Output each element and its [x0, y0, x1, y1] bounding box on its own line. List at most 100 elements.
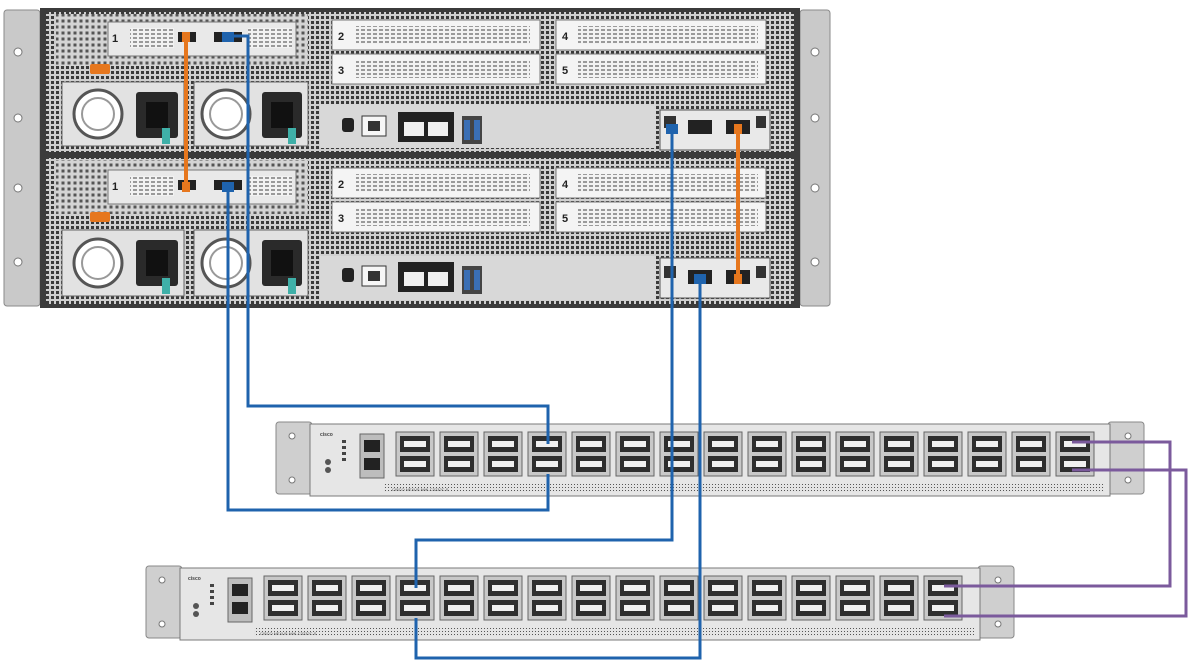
power-supply-1: [61, 81, 185, 147]
switch-1-port-slot-16: [712, 461, 734, 467]
switch-2-port-slot-24: [756, 605, 778, 611]
switch-1-port-slot-27: [976, 441, 998, 447]
switch-1-port-slot-8: [536, 461, 558, 467]
switch-1-ear-right: [1107, 421, 1145, 495]
switch-1-port-slot-10: [580, 461, 602, 467]
riser-number-4: 4: [562, 31, 569, 43]
purple-cable-isl-1: [944, 440, 1172, 588]
switch-1-port-slot-23: [888, 441, 910, 447]
riser-number-2: 2: [338, 179, 344, 191]
switch-2-brand: cisco: [188, 576, 201, 582]
switch-2-ear-left: [145, 565, 183, 639]
switch-1-port-slot-14: [668, 461, 690, 467]
switch-2-port-slot-11: [492, 585, 514, 591]
riser-number-3: 3: [338, 65, 344, 77]
switch-1-port-slot-31: [1064, 441, 1086, 447]
switch-1-ear-left: [275, 421, 313, 495]
switch-2-port-slot-8: [404, 605, 426, 611]
network-adapter-bottom: [659, 257, 771, 299]
switch-2-port-slot-18: [624, 605, 646, 611]
purple-cable-isl-2: [944, 468, 1188, 618]
switch-1-port-slot-25: [932, 441, 954, 447]
switch-1-port-slot-18: [756, 461, 778, 467]
switch-2-port-slot-10: [448, 605, 470, 611]
cable-connectors: [182, 32, 742, 284]
riser-number-3: 3: [338, 213, 344, 225]
switch-1-port-slot-32: [1064, 461, 1086, 467]
switch-2-port-slot-28: [844, 605, 866, 611]
switch-1-port-slot-5: [492, 441, 514, 447]
switch-1-model-label: CISCO NEXUS N9K-C3232C-S: [392, 487, 449, 492]
switch-1-port-slot-30: [1020, 461, 1042, 467]
riser-number-1: 1: [112, 181, 118, 193]
switch-1-port-slot-19: [800, 441, 822, 447]
switch-2-port-slot-30: [888, 605, 910, 611]
power-supply-1: [61, 229, 185, 297]
switch-2-port-slot-23: [756, 585, 778, 591]
cables-blue: [226, 34, 702, 660]
riser-number-5: 5: [562, 65, 568, 77]
blue-cable-top-node-switch2: [414, 128, 674, 588]
cables-purple: [944, 440, 1188, 618]
switch-1-port-slot-26: [932, 461, 954, 467]
switch-1-port-slot-17: [756, 441, 778, 447]
switch-2-port-slot-2: [272, 605, 294, 611]
switch-1-port-slot-29: [1020, 441, 1042, 447]
switch-1-port-slot-11: [624, 441, 646, 447]
switch-2-port-slot-9: [448, 585, 470, 591]
switch-2-port-slot-16: [580, 605, 602, 611]
switch-2-port-slot-22: [712, 605, 734, 611]
switch-2-model-label: CISCO NEXUS N9K-C3232C-S: [260, 631, 317, 636]
server-node-top: 1 2 3 4 5: [46, 12, 794, 152]
switch-1: cisco CISCO NEXUS N9K-C3232C-S: [275, 421, 1145, 497]
server-node-bottom: 1 2 3 4 5: [46, 158, 794, 304]
switch-2-port-slot-27: [844, 585, 866, 591]
switch-2-port-slot-17: [624, 585, 646, 591]
adapter-port-1[interactable]: [688, 120, 712, 134]
switch-1-brand: cisco: [320, 432, 333, 438]
switch-1-port-slot-9: [580, 441, 602, 447]
switch-2-port-slot-31: [932, 585, 954, 591]
riser-number-5: 5: [562, 213, 568, 225]
blue-cable-top-node-switch1: [228, 34, 550, 444]
switch-2-port-slot-21: [712, 585, 734, 591]
switch-2-port-slot-25: [800, 585, 822, 591]
switch-2-port-slot-13: [536, 585, 558, 591]
switch-2-port-slot-20: [668, 605, 690, 611]
switch-1-port-slot-4: [448, 461, 470, 467]
riser-number-4: 4: [562, 179, 569, 191]
switch-2-port-slot-12: [492, 605, 514, 611]
riser-number-2: 2: [338, 31, 344, 43]
riser-number-1: 1: [112, 33, 118, 45]
switch-1-port-slot-6: [492, 461, 514, 467]
switch-2-port-slot-1: [272, 585, 294, 591]
switch-1-port-slot-21: [844, 441, 866, 447]
switch-1-port-slot-28: [976, 461, 998, 467]
switch-2-port-slot-6: [360, 605, 382, 611]
switch-2-port-slot-14: [536, 605, 558, 611]
switch-1-port-slot-12: [624, 461, 646, 467]
switch-1-port-slot-2: [404, 461, 426, 467]
switch-2-port-slot-29: [888, 585, 910, 591]
switch-2-port-slot-32: [932, 605, 954, 611]
switch-1-port-slot-22: [844, 461, 866, 467]
blue-cable-bottom-node-switch2: [414, 278, 702, 660]
switch-1-port-slot-24: [888, 461, 910, 467]
switch-2-port-slot-4: [316, 605, 338, 611]
switch-2-port-slot-26: [800, 605, 822, 611]
server-chassis: 1 2 3 4 5: [3, 8, 831, 308]
switch-2-port-slot-5: [360, 585, 382, 591]
switch-2-port-slot-3: [316, 585, 338, 591]
switch-1-port-slot-13: [668, 441, 690, 447]
power-supply-2: [193, 229, 309, 297]
switch-2-port-slot-19: [668, 585, 690, 591]
network-adapter-top: [659, 109, 771, 151]
switch-2-ear-right: [977, 565, 1015, 639]
power-supply-2: [193, 81, 309, 147]
switch-1-port-slot-20: [800, 461, 822, 467]
blue-cable-bottom-node-switch1: [226, 186, 550, 512]
switch-2: cisco CISCO NEXUS N9K-C3232C-S: [145, 565, 1015, 641]
switch-2-port-slot-15: [580, 585, 602, 591]
switch-1-port-slot-15: [712, 441, 734, 447]
